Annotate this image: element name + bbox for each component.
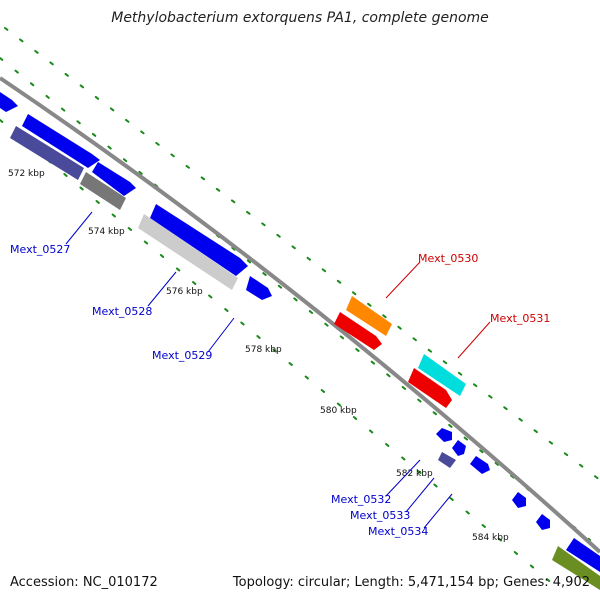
- gene-feature: [566, 538, 600, 572]
- gene-label: Mext_0533: [350, 509, 410, 522]
- kbp-labels: 572 kbp 574 kbp 576 kbp 578 kbp 580 kbp …: [8, 169, 509, 543]
- gene-labels: Mext_0527 Mext_0528 Mext_0529 Mext_0530 …: [10, 243, 550, 538]
- callout-line: [405, 477, 435, 513]
- gene-label: Mext_0527: [10, 243, 70, 256]
- callout-line: [207, 317, 235, 353]
- gene-feature: [536, 514, 550, 530]
- gene-feature: [92, 162, 136, 196]
- gene-feature: [80, 172, 126, 210]
- kbp-label: 578 kbp: [245, 345, 282, 355]
- gene-feature: [552, 546, 600, 590]
- gene-label: Mext_0530: [418, 252, 478, 265]
- gene-label: Mext_0528: [92, 305, 152, 318]
- gene-feature: [346, 296, 392, 336]
- gene-feature: [452, 440, 466, 456]
- kbp-label: 584 kbp: [472, 533, 509, 543]
- gene-label: Mext_0532: [331, 493, 391, 506]
- gene-features: [0, 92, 600, 590]
- callout-line: [147, 271, 177, 307]
- upper-tick-row: [0, 57, 591, 541]
- gene-label: Mext_0534: [368, 525, 428, 538]
- outer-tick-row: [4, 27, 600, 481]
- gene-feature: [512, 492, 526, 508]
- genome-info-label: Topology: circular; Length: 5,471,154 bp…: [232, 575, 590, 590]
- kbp-label: 574 kbp: [88, 227, 125, 237]
- callout-line: [457, 321, 491, 359]
- callout-line: [423, 493, 453, 529]
- gene-label: Mext_0531: [490, 312, 550, 325]
- genome-backbone: [0, 76, 600, 554]
- tick-marks: [0, 27, 600, 591]
- gene-feature: [438, 452, 456, 468]
- callout-line: [65, 211, 93, 245]
- gene-label: Mext_0529: [152, 349, 212, 362]
- gene-feature: [138, 214, 238, 290]
- kbp-label: 582 kbp: [396, 469, 433, 479]
- kbp-label: 572 kbp: [8, 169, 45, 179]
- gene-feature: [436, 428, 452, 442]
- gene-feature: [334, 312, 382, 350]
- gene-feature: [418, 354, 466, 396]
- gene-feature: [408, 368, 452, 408]
- gene-feature: [10, 126, 84, 180]
- callout-line: [385, 261, 421, 299]
- gene-feature: [470, 456, 490, 474]
- gene-feature: [246, 276, 272, 300]
- kbp-label: 576 kbp: [166, 287, 203, 297]
- callout-lines: [65, 211, 491, 529]
- gene-feature: [150, 204, 248, 276]
- accession-label: Accession: NC_010172: [10, 575, 158, 590]
- map-title: Methylobacterium extorquens PA1, complet…: [111, 10, 489, 26]
- callout-line: [385, 459, 421, 497]
- kbp-label: 580 kbp: [320, 406, 357, 416]
- gene-feature: [0, 92, 18, 112]
- gene-feature: [22, 114, 100, 168]
- inner-tick-row: [0, 119, 561, 591]
